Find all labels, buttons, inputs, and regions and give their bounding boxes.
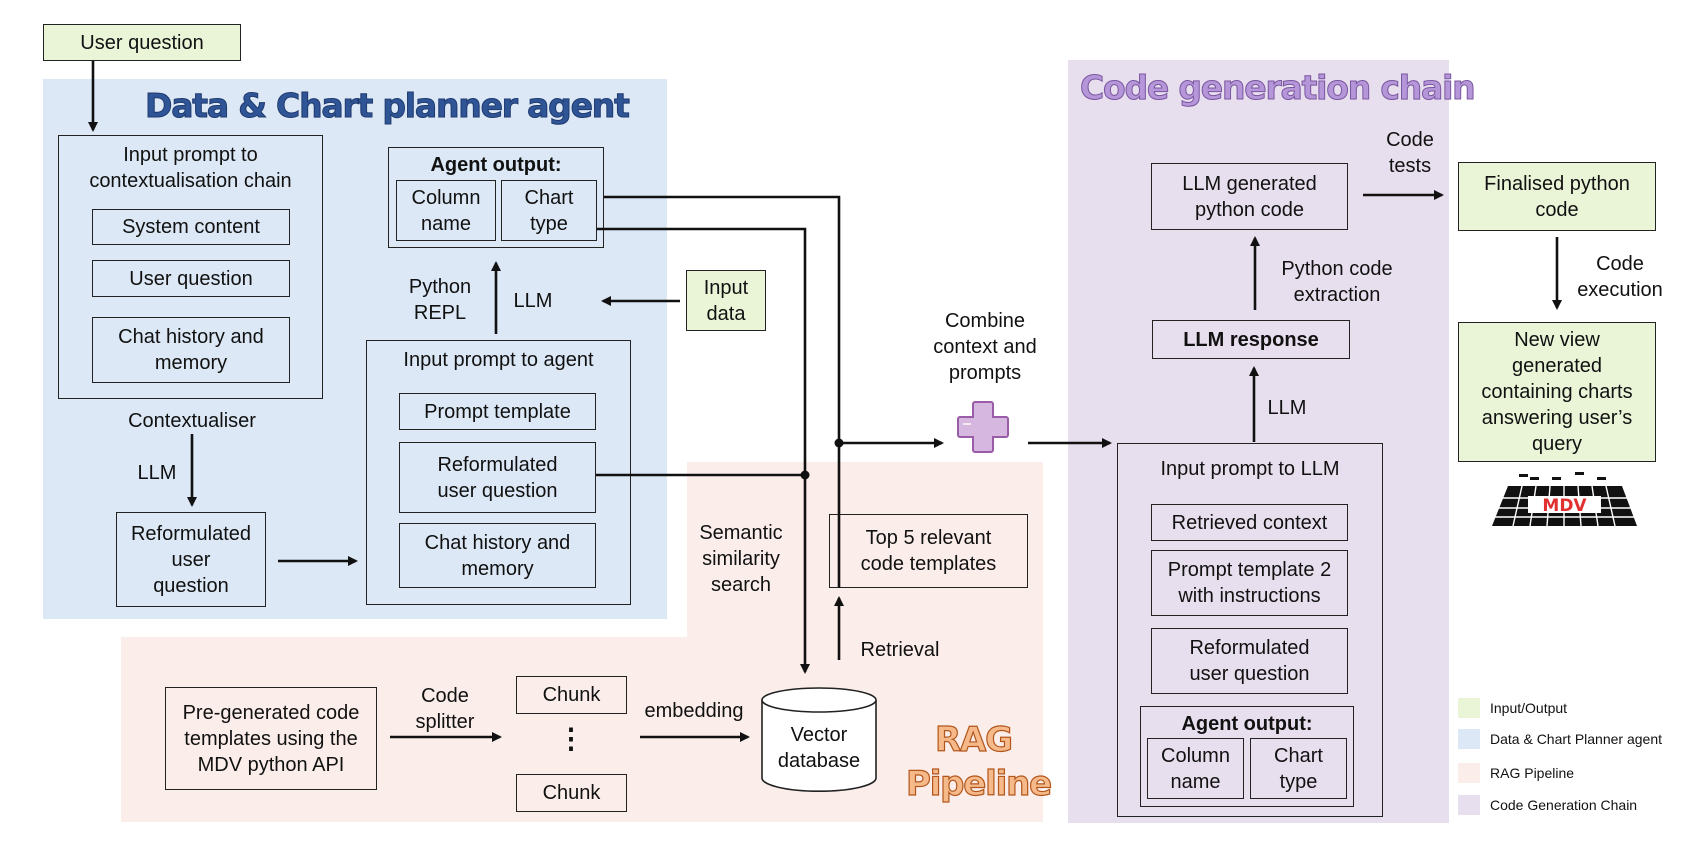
contextualiser-label: Contextualiser — [128, 410, 256, 432]
prompt-template-2-box: Prompt template 2 with instructions — [1151, 550, 1348, 616]
input-data-box: Input data — [686, 270, 766, 331]
prompt-template-box: Prompt template — [399, 393, 596, 430]
legend-item-codegen: Code Generation Chain — [1458, 795, 1637, 815]
agent-prompt-title: Input prompt to agent — [403, 349, 594, 371]
legend-label: RAG Pipeline — [1490, 765, 1575, 781]
agent-output-box: Agent output: — [388, 147, 604, 248]
code-splitter-label: Code splitter — [415, 685, 475, 733]
agent-chat-history-box: Chat history and memory — [399, 523, 596, 588]
retrieval-label: Retrieval — [860, 639, 940, 661]
agent-reformulated-box: Reformulated user question — [399, 442, 596, 513]
legend-item-planner: Data & Chart Planner agent — [1458, 729, 1662, 749]
rag-pipeline-panel-lower — [121, 637, 1043, 822]
legend-swatch-io — [1458, 698, 1480, 718]
finalised-code-box: Finalised python code — [1458, 162, 1656, 231]
semantic-search-label: Semantic similarity search — [699, 522, 783, 596]
llm-agent-output-column-name: Column name — [1147, 738, 1244, 799]
llm-agent-output-box: Agent output: — [1140, 706, 1354, 807]
chunk-ellipsis: ⋮ — [557, 723, 585, 754]
vector-database-label: Vector database — [777, 724, 861, 772]
rag-title-line1: RAG — [934, 719, 1013, 760]
retrieved-context-box: Retrieved context — [1151, 504, 1348, 541]
agent-llm-label: LLM — [513, 290, 553, 312]
ctx-chat-history-box: Chat history and memory — [92, 317, 290, 383]
combine-label: Combine context and prompts — [933, 310, 1037, 384]
legend-item-rag: RAG Pipeline — [1458, 763, 1574, 783]
planner-title: Data & Chart planner agent — [145, 86, 631, 126]
llm-agent-output-title: Agent output: — [1181, 713, 1313, 735]
plus-combine-icon — [957, 401, 1009, 453]
chunk-box-1: Chunk — [516, 676, 627, 714]
rag-title-line2: Pipeline — [905, 763, 1052, 804]
code-tests-label: Code tests — [1386, 129, 1434, 177]
chunk-box-2: Chunk — [516, 774, 627, 812]
top5-templates-box: Top 5 relevant code templates — [829, 514, 1028, 588]
python-repl-label: Python REPL — [408, 276, 472, 324]
codegen-title: Code generation chain — [1079, 68, 1476, 108]
agent-output-column-name: Column name — [396, 180, 496, 241]
code-generation-panel — [1068, 60, 1449, 823]
legend-label: Data & Chart Planner agent — [1490, 731, 1662, 747]
extraction-label: Python code extraction — [1281, 258, 1393, 306]
llm-agent-output-chart-type: Chart type — [1250, 738, 1347, 799]
codegen-llm-label: LLM — [1267, 397, 1307, 419]
legend-swatch-planner — [1458, 729, 1480, 749]
system-content-box: System content — [92, 209, 290, 245]
context-prompt-box: Input prompt to contextualisation chain — [58, 135, 323, 399]
llm-prompt-box: Input prompt to LLM — [1117, 443, 1383, 817]
llm-prompt-title: Input prompt to LLM — [1160, 458, 1340, 480]
embedding-label: embedding — [644, 700, 744, 722]
mdv-logo-text: MDV — [1542, 496, 1587, 516]
user-question-box: User question — [43, 24, 241, 61]
code-execution-label: Code execution — [1577, 253, 1663, 301]
junction-dot — [834, 438, 844, 448]
legend-swatch-rag — [1458, 763, 1480, 783]
pregenerated-templates-box: Pre-generated code templates using the M… — [165, 687, 377, 790]
llm-response-box: LLM response — [1152, 320, 1350, 359]
agent-output-title: Agent output: — [430, 154, 562, 176]
agent-output-chart-type: Chart type — [501, 180, 597, 241]
ctx-user-question-box: User question — [92, 260, 290, 297]
new-view-box: New view generated containing charts ans… — [1458, 322, 1656, 462]
mdv-logo: MDV — [1492, 472, 1637, 527]
context-prompt-title: Input prompt to contextualisation chain — [89, 144, 292, 192]
vector-database-icon — [761, 687, 877, 793]
legend-label: Input/Output — [1490, 700, 1568, 716]
legend-label: Code Generation Chain — [1490, 797, 1638, 813]
generated-code-box: LLM generated python code — [1151, 163, 1348, 230]
legend-item-io: Input/Output — [1458, 698, 1567, 718]
contextualiser-llm-label: LLM — [137, 462, 177, 484]
llm-reformulated-box: Reformulated user question — [1151, 628, 1348, 694]
planner-agent-panel — [43, 79, 667, 619]
legend-swatch-codegen — [1458, 795, 1480, 815]
reformulated-question-box: Reformulated user question — [116, 512, 266, 607]
